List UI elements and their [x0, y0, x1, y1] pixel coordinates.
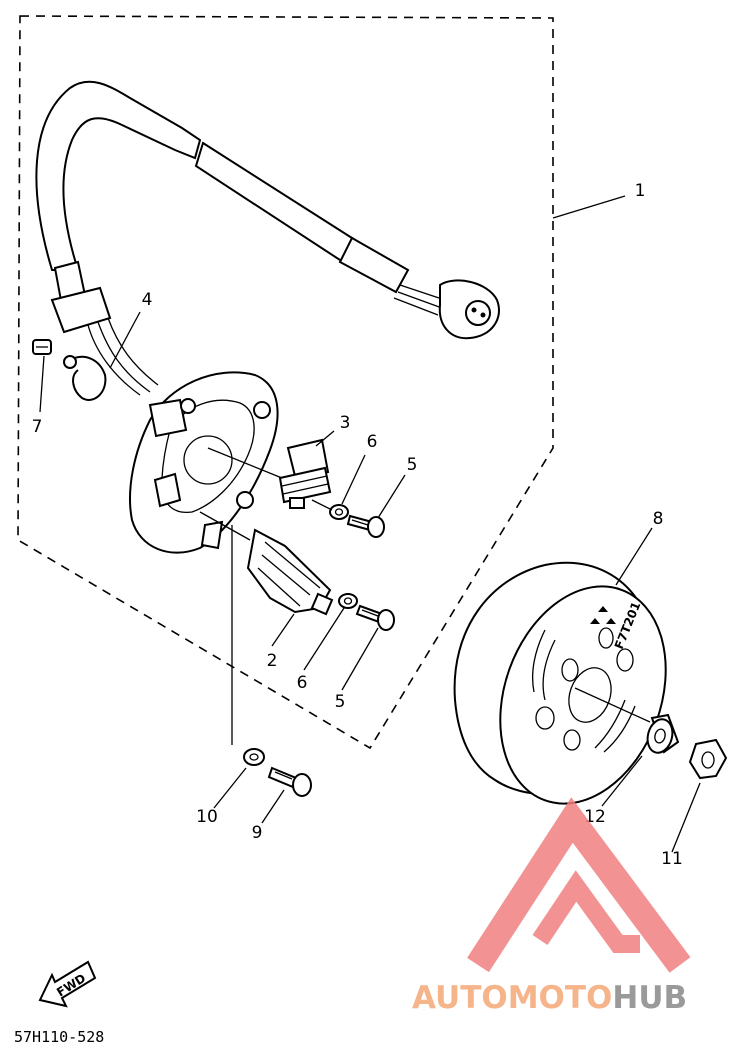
drawing-code: 57H110-528: [14, 1028, 104, 1046]
callout-1: 1: [635, 181, 646, 201]
callout-9: 9: [252, 823, 263, 843]
callout-8: 8: [653, 509, 664, 529]
screw-7: [32, 339, 52, 355]
wire-clamp: [63, 355, 107, 401]
pickup-coil: [278, 438, 332, 509]
callout-6-lower: 6: [297, 673, 308, 693]
callout-4: 4: [142, 290, 153, 310]
washer-12: [646, 713, 680, 754]
watermark-brand: AUTOMOTOHUB: [412, 980, 687, 1016]
callout-5-upper: 5: [407, 455, 418, 475]
washer-10: [243, 748, 265, 766]
assembly-boundary: [17, 15, 554, 750]
screw-5-upper: [346, 514, 385, 538]
fwd-arrow: FWD: [38, 960, 97, 1008]
callout-10: 10: [196, 807, 218, 827]
washer-6-upper: [329, 504, 349, 520]
screw-5-lower: [355, 604, 395, 631]
rotor-flywheel: F7T201: [453, 561, 667, 805]
callout-7: 7: [32, 417, 43, 437]
callout-5-lower: 5: [335, 692, 346, 712]
callout-2: 2: [267, 651, 278, 671]
callout-6-upper: 6: [367, 432, 378, 452]
stator-plate: [129, 371, 279, 554]
callout-3: 3: [340, 413, 351, 433]
nut-11: [688, 738, 728, 780]
screw-9: [267, 766, 312, 797]
wire-harness: [35, 80, 500, 396]
washer-6-lower: [338, 593, 358, 609]
watermark-logo: [467, 797, 691, 973]
leader-lines: [39, 195, 701, 853]
charge-coil: [246, 528, 334, 616]
callout-11: 11: [661, 849, 683, 869]
